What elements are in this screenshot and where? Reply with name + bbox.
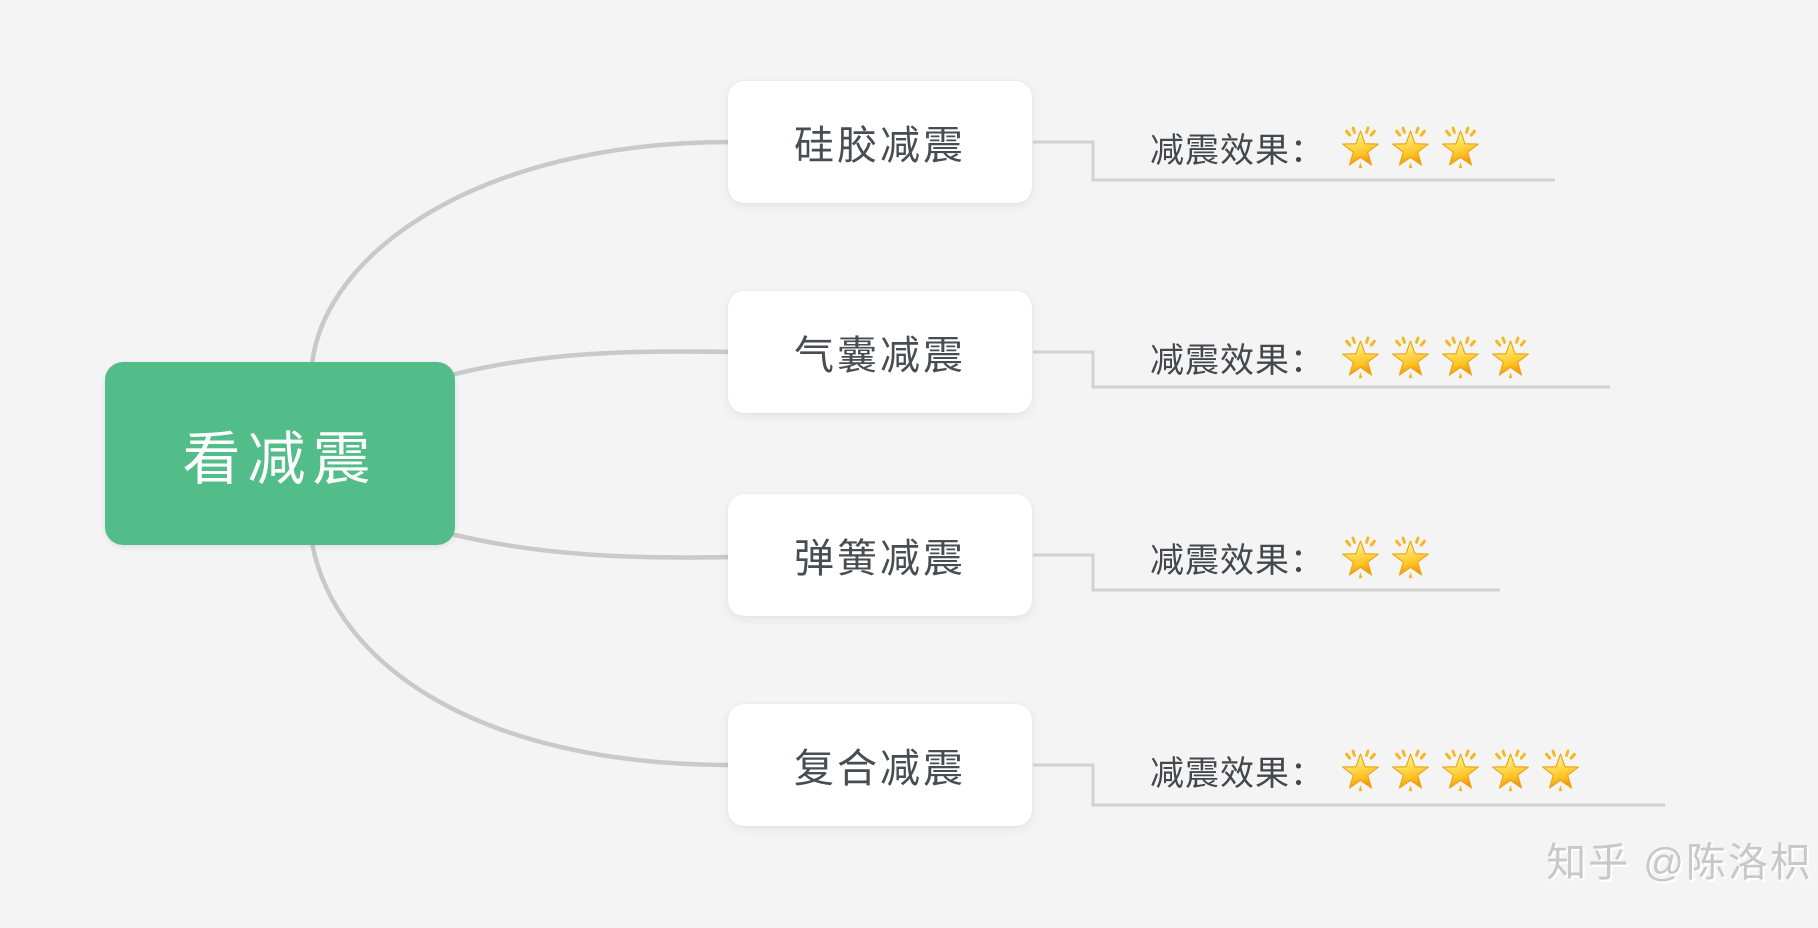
glowing-star-icon [1492, 749, 1529, 791]
rating-node-composite[interactable]: 减震效果： [1150, 741, 1584, 799]
topic-node-composite[interactable]: 复合减震 [728, 704, 1032, 826]
topic-node-silicone[interactable]: 硅胶减震 [728, 81, 1032, 203]
glowing-star-icon [1392, 749, 1429, 791]
star-rating [1337, 124, 1484, 171]
glowing-star-icon [1342, 126, 1379, 168]
glowing-star-icon [1542, 749, 1579, 791]
root-node[interactable]: 看减震 [105, 362, 455, 545]
rating-connector-1 [1033, 140, 1555, 182]
rating-label: 减震效果： [1150, 341, 1325, 380]
root-node-label: 看减震 [182, 426, 378, 492]
branch-curve-2 [452, 349, 733, 377]
rating-label: 减震效果： [1150, 541, 1325, 580]
glowing-star-icon [1342, 749, 1379, 791]
glowing-star-icon [1492, 336, 1529, 378]
topic-node-airbag[interactable]: 气囊减震 [728, 291, 1032, 413]
branch-curve-4 [309, 540, 733, 768]
topic-label: 复合减震 [794, 747, 966, 791]
rating-node-spring[interactable]: 减震效果： [1150, 528, 1434, 586]
branch-curve-1 [309, 139, 733, 367]
rating-label: 减震效果： [1150, 754, 1325, 793]
glowing-star-icon [1392, 336, 1429, 378]
rating-node-silicone[interactable]: 减震效果： [1150, 118, 1484, 176]
topic-label: 弹簧减震 [794, 537, 966, 581]
glowing-star-icon [1342, 536, 1379, 578]
rating-connector-2 [1033, 350, 1610, 389]
topic-label: 气囊减震 [794, 334, 966, 378]
rating-node-airbag[interactable]: 减震效果： [1150, 328, 1534, 386]
glowing-star-icon [1442, 126, 1479, 168]
topic-node-spring[interactable]: 弹簧减震 [728, 494, 1032, 616]
glowing-star-icon [1342, 336, 1379, 378]
glowing-star-icon [1392, 536, 1429, 578]
topic-label: 硅胶减震 [794, 124, 966, 168]
watermark: 知乎 @陈洛枳 [1546, 841, 1812, 885]
rating-connector-3 [1033, 553, 1500, 592]
rating-connector-4 [1033, 763, 1665, 807]
glowing-star-icon [1442, 336, 1479, 378]
star-rating [1337, 334, 1534, 381]
glowing-star-icon [1392, 126, 1429, 168]
star-rating [1337, 747, 1584, 794]
rating-label: 减震效果： [1150, 131, 1325, 170]
glowing-star-icon [1442, 749, 1479, 791]
star-rating [1337, 534, 1434, 581]
branch-curve-3 [452, 532, 733, 560]
